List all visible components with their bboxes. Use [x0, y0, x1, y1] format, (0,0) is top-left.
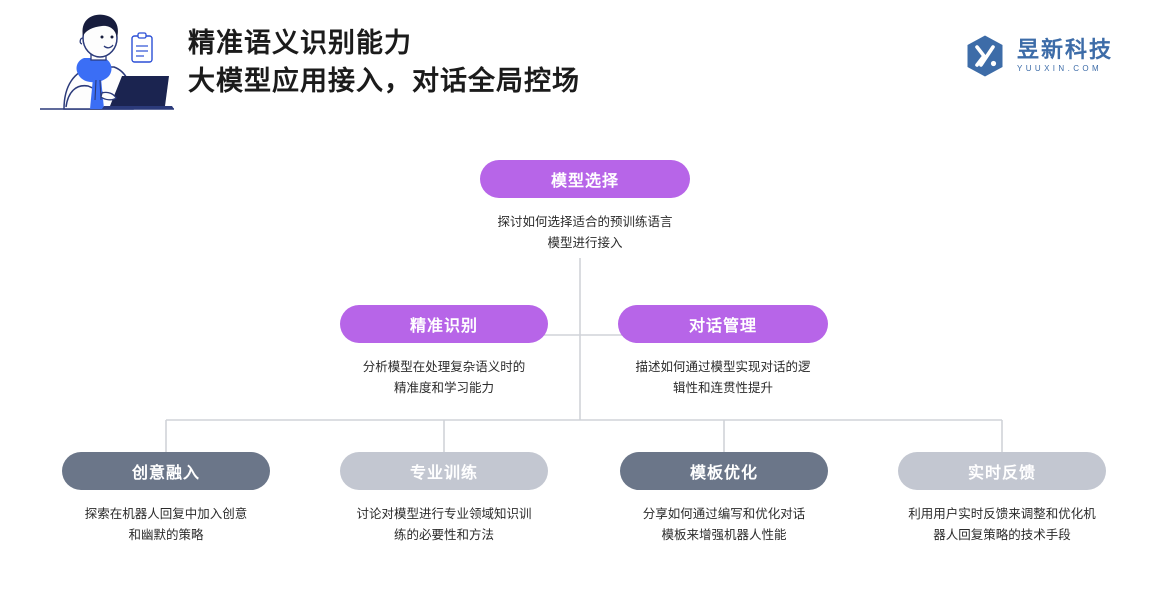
node-label-realtime-feedback: 实时反馈 [898, 452, 1106, 490]
person-working-on-laptop-illustration [36, 8, 178, 120]
node-desc-dialogue-management: 描述如何通过模型实现对话的逻 辑性和连贯性提升 [618, 357, 828, 399]
desc-line: 探讨如何选择适合的预训练语言 [497, 215, 673, 229]
node-template-optimization[interactable]: 模板优化 分享如何通过编写和优化对话 模板来增强机器人性能 [620, 452, 828, 546]
desc-line: 描述如何通过模型实现对话的逻 [635, 360, 811, 374]
desc-line: 分析模型在处理复杂语义时的 [362, 360, 526, 374]
desc-line: 探索在机器人回复中加入创意 [84, 507, 248, 521]
logo-text-block: 昱新科技 YUUXIN.COM [1016, 36, 1113, 75]
logo-company-name-cn: 昱新科技 [1016, 36, 1113, 62]
desc-line: 器人回复策略的技术手段 [933, 528, 1071, 542]
node-label-precise-recognition: 精准识别 [340, 305, 548, 343]
yuuxin-hexagon-logo-icon [963, 34, 1007, 78]
desc-line: 模型进行接入 [547, 236, 623, 250]
node-creative-integration[interactable]: 创意融入 探索在机器人回复中加入创意 和幽默的策略 [62, 452, 270, 546]
node-label-model-selection: 模型选择 [480, 160, 690, 198]
node-desc-model-selection: 探讨如何选择适合的预训练语言 模型进行接入 [480, 212, 690, 254]
desc-line: 利用用户实时反馈来调整和优化机 [908, 507, 1096, 521]
desc-line: 分享如何通过编写和优化对话 [642, 507, 806, 521]
desc-line: 练的必要性和方法 [393, 528, 494, 542]
node-dialogue-management[interactable]: 对话管理 描述如何通过模型实现对话的逻 辑性和连贯性提升 [618, 305, 828, 399]
hierarchy-diagram: 模型选择 探讨如何选择适合的预训练语言 模型进行接入 精准识别 分析模型在处理复… [0, 125, 1158, 598]
desc-line: 讨论对模型进行专业领域知识训 [356, 507, 532, 521]
logo-company-domain: YUUXIN.COM [1016, 63, 1103, 73]
node-precise-recognition[interactable]: 精准识别 分析模型在处理复杂语义时的 精准度和学习能力 [340, 305, 548, 399]
page-header: 精准语义识别能力 大模型应用接入，对话全局控场 昱新科技 YUUXIN.COM [0, 0, 1158, 125]
node-desc-template-optimization: 分享如何通过编写和优化对话 模板来增强机器人性能 [620, 504, 828, 546]
page-title-line-2: 大模型应用接入，对话全局控场 [188, 66, 580, 96]
desc-line: 和幽默的策略 [128, 528, 204, 542]
node-professional-training[interactable]: 专业训练 讨论对模型进行专业领域知识训 练的必要性和方法 [340, 452, 548, 546]
desc-line: 精准度和学习能力 [393, 381, 494, 395]
desc-line: 辑性和连贯性提升 [672, 381, 773, 395]
node-realtime-feedback[interactable]: 实时反馈 利用用户实时反馈来调整和优化机 器人回复策略的技术手段 [898, 452, 1106, 546]
node-desc-professional-training: 讨论对模型进行专业领域知识训 练的必要性和方法 [340, 504, 548, 546]
node-label-professional-training: 专业训练 [340, 452, 548, 490]
page-title-line-1: 精准语义识别能力 [188, 28, 412, 58]
node-label-creative-integration: 创意融入 [62, 452, 270, 490]
node-desc-realtime-feedback: 利用用户实时反馈来调整和优化机 器人回复策略的技术手段 [898, 504, 1106, 546]
node-desc-precise-recognition: 分析模型在处理复杂语义时的 精准度和学习能力 [340, 357, 548, 399]
node-label-dialogue-management: 对话管理 [618, 305, 828, 343]
page-title: 精准语义识别能力 大模型应用接入，对话全局控场 [188, 24, 580, 100]
node-label-template-optimization: 模板优化 [620, 452, 828, 490]
node-desc-creative-integration: 探索在机器人回复中加入创意 和幽默的策略 [62, 504, 270, 546]
desc-line: 模板来增强机器人性能 [661, 528, 787, 542]
company-logo: 昱新科技 YUUXIN.COM [963, 34, 1113, 78]
node-model-selection[interactable]: 模型选择 探讨如何选择适合的预训练语言 模型进行接入 [480, 160, 690, 254]
